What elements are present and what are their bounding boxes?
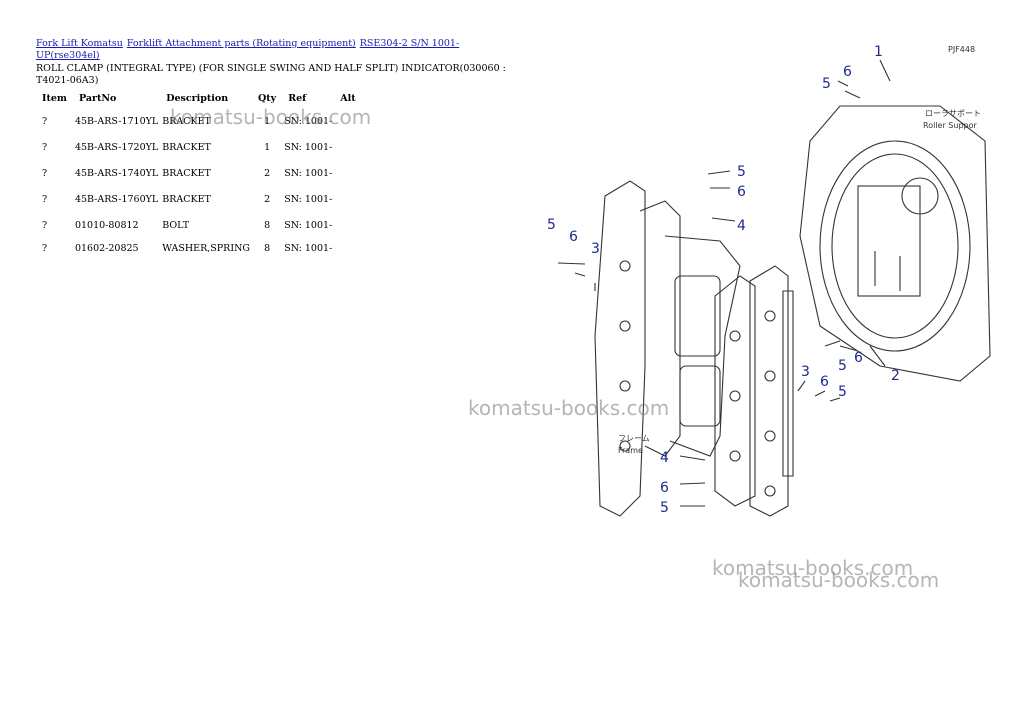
callout-number: 6	[820, 374, 829, 390]
row-qty: 8	[264, 220, 271, 231]
row-qty: 8	[264, 243, 271, 254]
header-partno: PartNo	[78, 93, 117, 104]
support-label-jp: ローラサポート	[925, 109, 981, 118]
row-qty: 2	[264, 168, 271, 179]
row-ref: SN: 1001-	[284, 168, 333, 179]
callout-number: 5	[660, 500, 669, 516]
row-description: BRACKET	[162, 116, 211, 127]
watermark: komatsu-books.com	[712, 556, 914, 580]
breadcrumb-link-fork-lift[interactable]: Fork Lift Komatsu	[36, 38, 123, 49]
table-header-row: Item PartNo Description Qty Ref Alt	[36, 91, 362, 109]
row-qty: 1	[264, 116, 271, 127]
row-partno: 45B-ARS-1710YL	[74, 116, 159, 127]
diagram-labels: PJF448 ローラサポート Roller Suppor フレーム Frame	[618, 45, 981, 455]
watermark: komatsu-books.com	[468, 396, 670, 420]
row-partno: 45B-ARS-1760YL	[74, 194, 159, 205]
row-item: ?	[42, 116, 48, 127]
drawing-lines	[557, 59, 991, 517]
callout-number: 4	[737, 218, 746, 234]
page-title: ROLL CLAMP (INTEGRAL TYPE) (FOR SINGLE S…	[36, 63, 506, 86]
header-description: Description	[166, 93, 229, 104]
callout-numbers: 1 6 5 5 6 4 5 6 3 5 6 2 3 6 5 4 6 5	[547, 44, 900, 516]
row-partno: 01010-80812	[74, 220, 139, 231]
row-ref: SN: 1001-	[284, 142, 333, 153]
callout-number: 6	[569, 229, 578, 245]
support-label: Roller Suppor	[923, 121, 977, 130]
frame-label-jp: フレーム	[618, 434, 650, 443]
row-item: ?	[42, 194, 48, 205]
callout-number: 6	[737, 184, 746, 200]
callout-number: 6	[843, 64, 852, 80]
row-qty: 2	[264, 194, 271, 205]
table-row: ? 01602-20825 WASHER,SPRING 8 SN: 1001-	[36, 239, 362, 259]
callout-number: 5	[547, 217, 556, 233]
breadcrumb-link-attachment-parts[interactable]: Forklift Attachment parts (Rotating equi…	[126, 38, 356, 49]
row-alt	[334, 239, 361, 259]
breadcrumb-link-model[interactable]: RSE304-2 S/N 1001-UP(rse304el)	[36, 38, 460, 61]
row-description: BRACKET	[162, 194, 211, 205]
callout-number: 5	[822, 76, 831, 92]
header-ref: Ref	[288, 93, 307, 104]
row-description: BRACKET	[162, 142, 211, 153]
row-partno: 45B-ARS-1740YL	[74, 168, 159, 179]
header-alt: Alt	[340, 93, 356, 104]
parts-table: Item PartNo Description Qty Ref Alt ? 45…	[36, 91, 362, 259]
row-item: ?	[42, 243, 48, 254]
row-description: BRACKET	[162, 168, 211, 179]
watermark: komatsu-books.com	[170, 105, 372, 129]
table-row: ? 45B-ARS-1760YL BRACKET 2 SN: 1001-	[36, 187, 362, 213]
frame-label: Frame	[618, 446, 643, 455]
callout-number: 6	[660, 480, 669, 496]
callout-number: 2	[891, 368, 900, 384]
callout-number: 5	[737, 164, 746, 180]
callout-number: 3	[801, 364, 810, 380]
row-description: BOLT	[162, 220, 190, 231]
row-ref: SN: 1001-	[284, 243, 333, 254]
header-item: Item	[42, 93, 67, 104]
table-row: ? 45B-ARS-1720YL BRACKET 1 SN: 1001-	[36, 135, 362, 161]
row-item: ?	[42, 142, 48, 153]
row-qty: 1	[264, 142, 271, 153]
table-row: ? 45B-ARS-1740YL BRACKET 2 SN: 1001-	[36, 161, 362, 187]
row-item: ?	[42, 220, 48, 231]
callout-number: 5	[838, 358, 847, 374]
callout-number: 1	[874, 44, 883, 60]
diagram-code: PJF448	[948, 45, 975, 54]
watermark: komatsu-books.com	[738, 568, 940, 592]
row-ref: SN: 1001-	[284, 194, 333, 205]
row-item: ?	[42, 168, 48, 179]
row-partno: 45B-ARS-1720YL	[74, 142, 159, 153]
header-qty: Qty	[258, 93, 277, 104]
row-description: WASHER,SPRING	[162, 243, 250, 254]
row-partno: 01602-20825	[74, 243, 139, 254]
row-ref: SN: 1001-	[284, 220, 333, 231]
callout-number: 4	[660, 450, 669, 466]
row-alt	[334, 213, 361, 239]
row-ref: SN: 1001-	[284, 116, 333, 127]
table-row: ? 01010-80812 BOLT 8 SN: 1001-	[36, 213, 362, 239]
table-row: ? 45B-ARS-1710YL BRACKET 1 SN: 1001-	[36, 109, 362, 135]
callout-number: 6	[854, 350, 863, 366]
row-alt	[334, 161, 361, 187]
parts-diagram: PJF448 ローラサポート Roller Suppor フレーム Frame …	[540, 36, 1000, 536]
row-alt	[334, 187, 361, 213]
row-alt	[334, 135, 361, 161]
callout-number: 5	[838, 384, 847, 400]
callout-number: 3	[591, 241, 600, 257]
exploded-view-drawing: PJF448 ローラサポート Roller Suppor フレーム Frame …	[547, 44, 991, 517]
